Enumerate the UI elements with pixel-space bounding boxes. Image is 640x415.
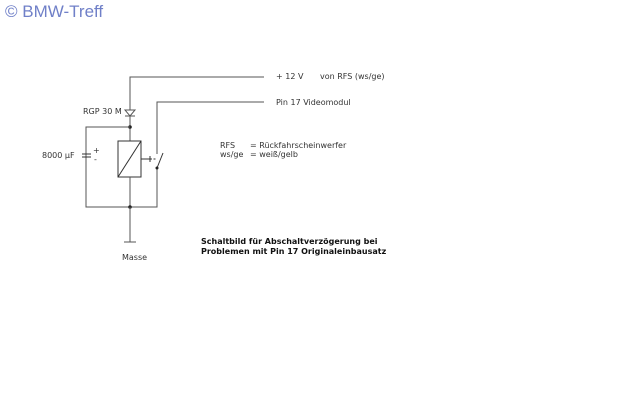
legend-def: = weiß/gelb: [250, 150, 298, 159]
label-von-rfs: von RFS (ws/ge): [320, 72, 385, 81]
label-pin17: Pin 17 Videomodul: [276, 98, 351, 107]
switch-contact: [156, 152, 164, 169]
legend-abbr: RFS: [220, 141, 236, 150]
cap-minus: -: [94, 155, 97, 164]
wire-cap-left: [85, 126, 158, 208]
label-plus-12v: + 12 V: [276, 72, 304, 81]
label-ground: Masse: [122, 253, 148, 262]
wire-12v: [129, 76, 264, 112]
label-diode: RGP 30 M: [83, 107, 122, 116]
caption-line: Problemen mit Pin 17 Originaleinbausatz: [201, 247, 387, 256]
relay-diagonal: [117, 140, 142, 178]
legend-abbr: ws/ge: [220, 150, 244, 159]
cap-plus: +: [93, 146, 100, 155]
ground-wire: [124, 207, 136, 243]
caption-line: Schaltbild für Abschaltverzögerung bei: [201, 237, 378, 246]
relay-link: [141, 156, 151, 162]
capacitor-symbol: [82, 153, 91, 158]
legend-def: = Rückfahrscheinwerfer: [250, 141, 347, 150]
wire-pin17: [156, 101, 264, 154]
watermark: © BMW-Treff: [5, 2, 104, 21]
label-capacitor: 8000 µF: [42, 151, 75, 160]
